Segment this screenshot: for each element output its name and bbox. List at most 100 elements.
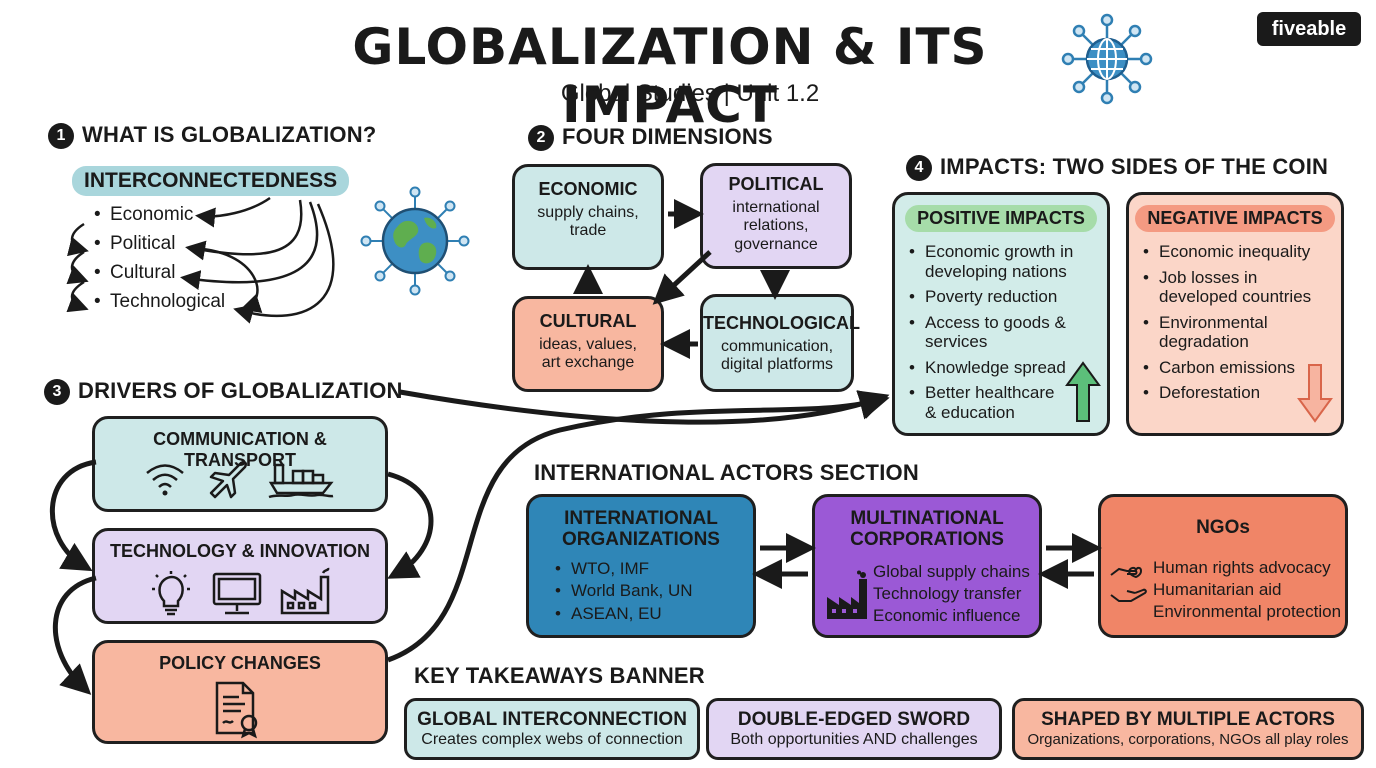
positive-list: Economic growth in developing nations Po… bbox=[907, 242, 1099, 422]
political-title: POLITICAL bbox=[728, 174, 824, 194]
intl-title: INTERNATIONAL ORGANIZATIONS bbox=[562, 508, 720, 550]
factory-icon bbox=[827, 570, 867, 619]
list-item: Carbon emissions bbox=[1141, 358, 1333, 378]
takeaway-desc: Both opportunities AND challenges bbox=[730, 731, 978, 748]
political-desc: international relations, governance bbox=[732, 199, 820, 253]
negative-impacts-card: NEGATIVE IMPACTS Economic inequality Job… bbox=[1126, 192, 1344, 436]
list-item: ASEAN, EU bbox=[553, 604, 753, 624]
list-item: Cultural bbox=[92, 262, 225, 284]
intl-list: WTO, IMF World Bank, UN ASEAN, EU bbox=[553, 559, 753, 624]
actors-heading: INTERNATIONAL ACTORS SECTION bbox=[534, 460, 919, 485]
list-item: Economic inequality bbox=[1141, 242, 1333, 262]
multinational-corporations-card: MULTINATIONAL CORPORATIONS Global supply… bbox=[812, 494, 1042, 638]
ngo-list: Human rights advocacy Humanitarian aid E… bbox=[1153, 557, 1341, 623]
section2-number: 2 bbox=[528, 125, 554, 152]
section4-heading: 4 IMPACTS: TWO SIDES OF THE COIN bbox=[906, 154, 1329, 182]
computer-icon bbox=[212, 572, 262, 615]
list-item: Economic influence bbox=[873, 606, 1021, 626]
takeaway-desc: Organizations, corporations, NGOs all pl… bbox=[1027, 731, 1349, 748]
helping-hands-icon bbox=[1110, 566, 1147, 602]
cultural-desc: ideas, values, art exchange bbox=[539, 336, 637, 372]
ngo-title: NGOs bbox=[1196, 517, 1250, 538]
list-item: Poverty reduction bbox=[907, 287, 1099, 307]
technology-title: TECHNOLOGY & INNOVATION bbox=[109, 541, 370, 561]
cultural-card: CULTURAL ideas, values, art exchange bbox=[512, 296, 664, 392]
list-item: Humanitarian aid bbox=[1153, 580, 1282, 600]
section3-title: DRIVERS OF GLOBALIZATION bbox=[78, 378, 403, 403]
technological-title: TECHNOLOGICAL bbox=[703, 313, 860, 333]
section2-title: FOUR DIMENSIONS bbox=[562, 124, 773, 149]
technological-card: TECHNOLOGICAL communication, digital pla… bbox=[700, 294, 860, 392]
factory-icon bbox=[280, 567, 330, 615]
section4-number: 4 bbox=[906, 155, 932, 182]
list-item: Technology transfer bbox=[873, 584, 1022, 604]
technology-innovation-card: TECHNOLOGY & INNOVATION bbox=[92, 528, 388, 624]
list-item: Economic growth in developing nations bbox=[907, 242, 1099, 281]
list-item: Human rights advocacy bbox=[1153, 558, 1331, 577]
document-icon bbox=[215, 681, 258, 739]
airplane-icon bbox=[209, 460, 248, 499]
positive-impacts-title: POSITIVE IMPACTS bbox=[905, 205, 1097, 232]
down-arrow-icon bbox=[1297, 364, 1333, 423]
policy-title: POLICY CHANGES bbox=[159, 653, 321, 673]
takeaway-title: DOUBLE-EDGED SWORD bbox=[737, 709, 971, 730]
mnc-title: MULTINATIONAL CORPORATIONS bbox=[850, 508, 1004, 550]
takeaway-card-3: SHAPED BY MULTIPLE ACTORS Organizations,… bbox=[1012, 698, 1364, 760]
list-item: World Bank, UN bbox=[553, 581, 753, 601]
takeaways-heading: KEY TAKEAWAYS BANNER bbox=[414, 663, 705, 688]
section1-heading: 1 WHAT IS GLOBALIZATION? bbox=[48, 122, 377, 150]
interconnectedness-label: INTERCONNECTEDNESS bbox=[72, 166, 350, 196]
globe-icon bbox=[360, 186, 470, 296]
page-subtitle: Global Studies | Unit 1.2 bbox=[560, 80, 820, 107]
cultural-title: CULTURAL bbox=[539, 311, 637, 331]
economic-card: ECONOMIC supply chains, trade bbox=[512, 164, 664, 270]
list-item: Access to goods & services bbox=[907, 313, 1099, 352]
globe-network-icon bbox=[1061, 13, 1153, 105]
interconnection-arrows bbox=[66, 196, 335, 324]
up-arrow-icon bbox=[1065, 361, 1101, 422]
takeaway-desc: Creates complex webs of connection bbox=[421, 731, 683, 748]
section1-title: WHAT IS GLOBALIZATION? bbox=[82, 122, 377, 147]
lightbulb-icon bbox=[152, 571, 190, 616]
takeaway-card-1: GLOBAL INTERCONNECTION Creates complex w… bbox=[404, 698, 700, 760]
international-organizations-card: INTERNATIONAL ORGANIZATIONS WTO, IMF Wor… bbox=[526, 494, 756, 638]
wifi-icon bbox=[146, 464, 184, 496]
negative-impacts-title: NEGATIVE IMPACTS bbox=[1135, 205, 1335, 232]
section4-title: IMPACTS: TWO SIDES OF THE COIN bbox=[940, 154, 1329, 179]
fiveable-logo[interactable]: fiveable bbox=[1257, 12, 1361, 46]
section3-heading: 3 DRIVERS OF GLOBALIZATION bbox=[44, 378, 403, 406]
list-item: Economic bbox=[92, 204, 225, 226]
negative-list: Economic inequality Job losses in develo… bbox=[1141, 242, 1333, 403]
communication-transport-card: COMMUNICATION & TRANSPORT bbox=[92, 416, 388, 512]
positive-impacts-card: POSITIVE IMPACTS Economic growth in deve… bbox=[892, 192, 1110, 436]
list-item: Technological bbox=[92, 291, 225, 313]
list-item: Job losses in developed countries bbox=[1141, 268, 1333, 307]
communication-title: COMMUNICATION & TRANSPORT bbox=[153, 429, 327, 470]
ship-icon bbox=[268, 463, 334, 499]
economic-title: ECONOMIC bbox=[538, 179, 638, 199]
dimension-list: Economic Political Cultural Technologica… bbox=[92, 204, 225, 319]
list-item: WTO, IMF bbox=[553, 559, 753, 579]
mnc-list: Global supply chains Technology transfer… bbox=[873, 561, 1030, 627]
section2-heading: 2 FOUR DIMENSIONS bbox=[528, 124, 773, 152]
list-item: Knowledge spread bbox=[907, 358, 1099, 378]
policy-changes-card: POLICY CHANGES bbox=[92, 640, 388, 744]
ngos-card: NGOs Human rights advocacy Humanitarian … bbox=[1098, 494, 1348, 638]
section3-number: 3 bbox=[44, 379, 70, 406]
list-item: Environmental degradation bbox=[1141, 313, 1333, 352]
takeaway-title: SHAPED BY MULTIPLE ACTORS bbox=[1041, 709, 1335, 730]
list-item: Environmental protection bbox=[1153, 602, 1342, 622]
economic-desc: supply chains, trade bbox=[537, 204, 639, 240]
technological-desc: communication, digital platforms bbox=[720, 338, 834, 374]
list-item: Political bbox=[92, 233, 225, 255]
list-item: Better healthcare & education bbox=[907, 383, 1099, 422]
list-item: Global supply chains bbox=[873, 562, 1030, 581]
political-card: POLITICAL international relations, gover… bbox=[700, 163, 852, 269]
section1-number: 1 bbox=[48, 123, 74, 150]
list-item: Deforestation bbox=[1141, 383, 1333, 403]
page-title: GLOBALIZATION & ITS IMPACT bbox=[352, 18, 988, 134]
takeaway-card-2: DOUBLE-EDGED SWORD Both opportunities AN… bbox=[706, 698, 1002, 760]
